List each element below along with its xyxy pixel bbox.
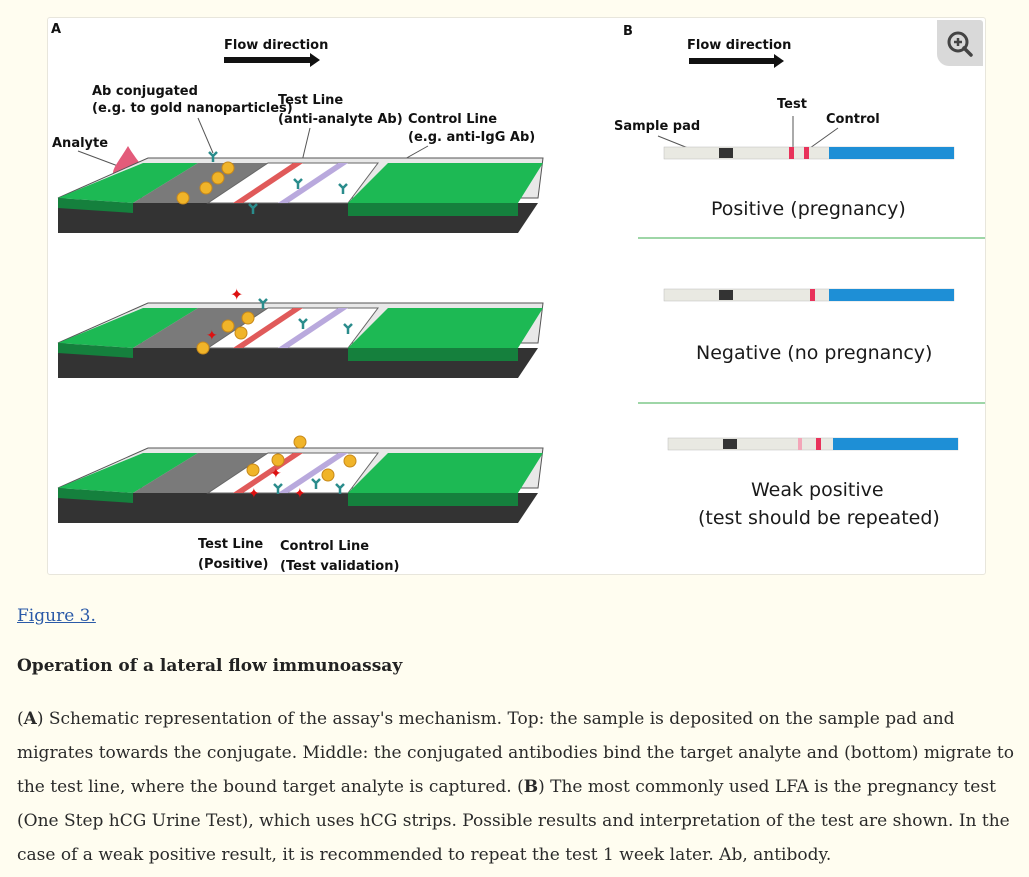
- test-line-sub: (anti-analyte Ab): [278, 112, 403, 127]
- caption-a-text: ) Schematic representation of the assay'…: [17, 709, 1014, 797]
- figure-title: Operation of a lateral flow immunoassay: [17, 656, 403, 676]
- svg-text:✦: ✦: [206, 328, 218, 344]
- weak-positive-label: Weak positive: [751, 479, 884, 501]
- positive-label: Positive (pregnancy): [711, 198, 906, 220]
- figure-link[interactable]: Figure 3.: [17, 606, 96, 626]
- sample-pad-label: Sample pad: [614, 119, 700, 134]
- bottom-test-line-label: Test Line: [198, 537, 263, 552]
- test-label: Test: [777, 97, 807, 112]
- bottom-control-line-sub: (Test validation): [280, 559, 399, 574]
- negative-label: Negative (no pregnancy): [696, 342, 932, 364]
- control-label: Control: [826, 112, 880, 127]
- caption-a-label: A: [23, 709, 37, 729]
- svg-text:✦: ✦: [230, 285, 243, 304]
- hcg-strip-positive: [663, 146, 955, 160]
- flow-arrow-a: [224, 53, 320, 67]
- caption-b-label: B: [523, 777, 539, 797]
- figure-caption: (A) Schematic representation of the assa…: [17, 709, 1014, 865]
- zoom-button[interactable]: [937, 20, 983, 66]
- panel-b-label: B: [623, 24, 633, 39]
- flow-direction-a: Flow direction: [224, 38, 328, 53]
- ab-conjugated-sub: (e.g. to gold nanoparticles): [92, 101, 293, 116]
- svg-text:✦: ✦: [248, 486, 260, 502]
- control-line-label: Control Line: [408, 112, 497, 127]
- bottom-test-line-sub: (Positive): [198, 557, 269, 572]
- strip-middle: [57, 302, 544, 379]
- flow-arrow-b: [689, 54, 784, 68]
- flow-direction-b: Flow direction: [687, 38, 791, 53]
- panel-a-label: A: [51, 22, 61, 37]
- figure-illustration: A Flow direction Ab conjugated (e.g. to …: [51, 22, 985, 574]
- bottom-control-line-label: Control Line: [280, 539, 369, 554]
- analyte-label: Analyte: [52, 136, 108, 151]
- ab-conjugated-label: Ab conjugated: [92, 84, 198, 99]
- figure-image: A Flow direction Ab conjugated (e.g. to …: [47, 17, 986, 575]
- strip-top: [57, 157, 544, 234]
- control-line-sub: (e.g. anti-IgG Ab): [408, 130, 535, 145]
- svg-text:✦: ✦: [294, 486, 306, 502]
- zoom-in-icon: [947, 31, 973, 57]
- caption-b-text: ) The most commonly used LFA is the preg…: [17, 777, 1010, 865]
- hcg-strip-negative: [663, 288, 955, 302]
- test-line-label: Test Line: [278, 93, 343, 108]
- svg-text:✦: ✦: [270, 466, 282, 482]
- weak-positive-sub: (test should be repeated): [698, 507, 940, 529]
- hcg-strip-weak: [667, 437, 959, 451]
